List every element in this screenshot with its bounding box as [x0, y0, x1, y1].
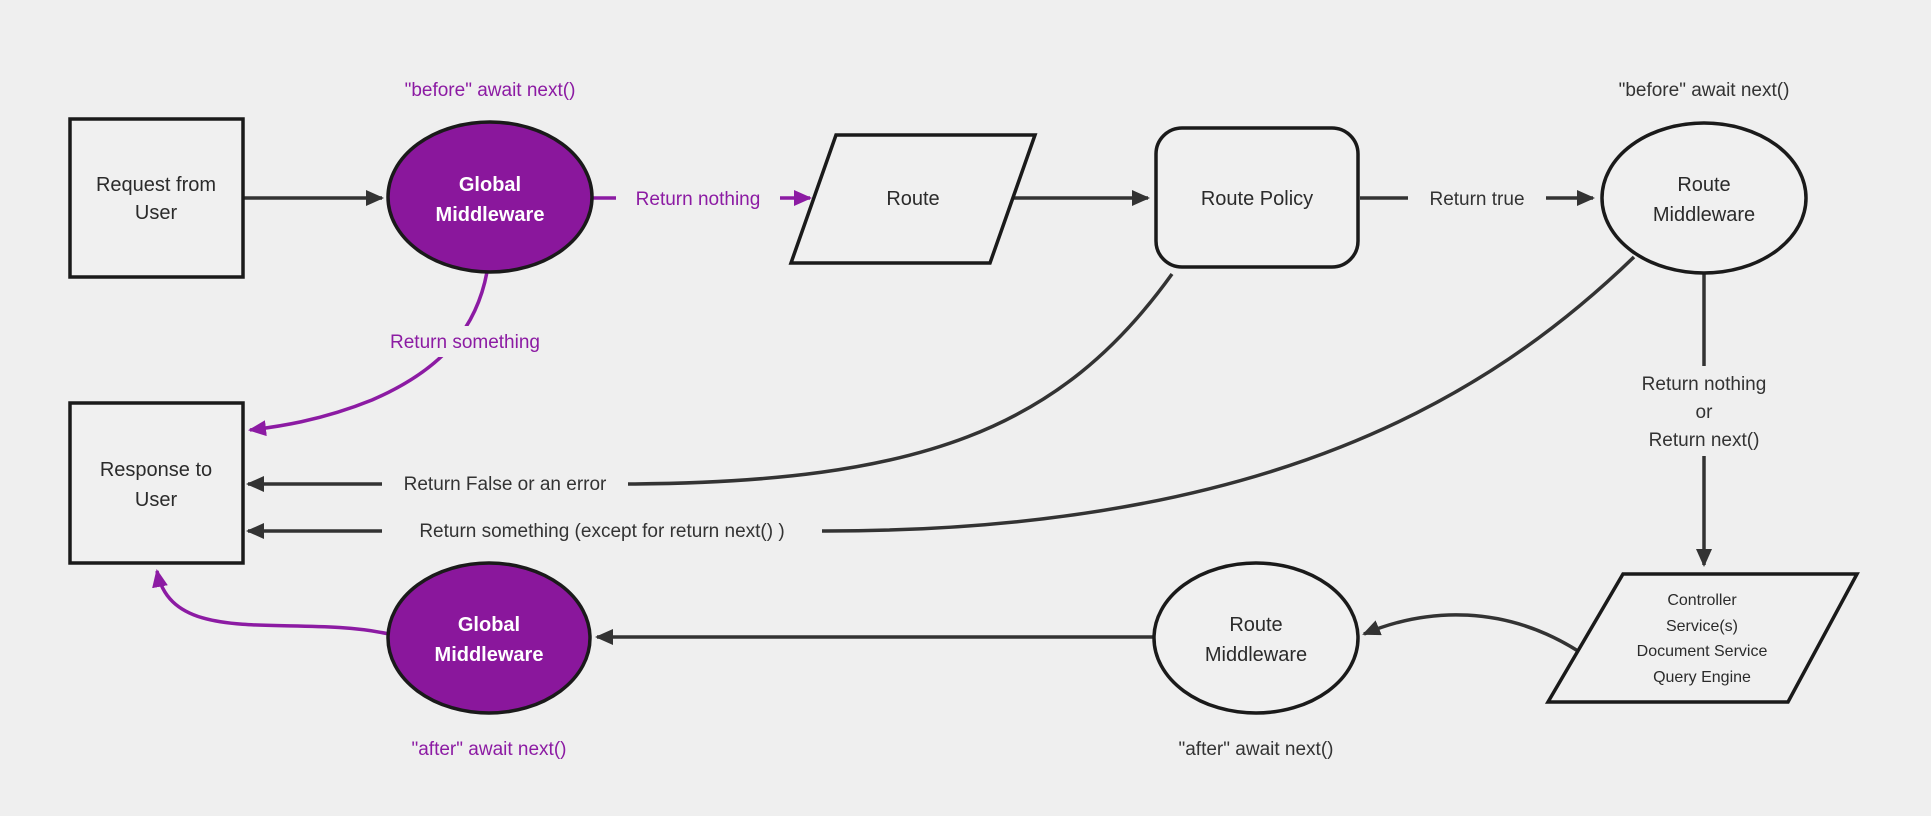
request-rect	[68, 117, 245, 279]
edge-route-middleware-to-response	[246, 255, 1636, 539]
node-request-from-user: Request from User	[68, 117, 245, 279]
edge-label-return-false-or-error: Return False or an error	[382, 468, 628, 499]
annotation-before-await-right: "before" await next()	[1619, 80, 1790, 101]
global-middleware-top-ellipse	[386, 120, 594, 274]
node-route-policy: Route Policy	[1154, 126, 1360, 269]
edge-controller-to-route-middleware-bottom	[1362, 613, 1579, 653]
node-global-middleware-top: Global Middleware	[386, 120, 594, 274]
controller-parallelogram	[1544, 572, 1860, 704]
edge-global-middleware-to-response	[248, 271, 489, 437]
edge-label-text: Return something	[390, 332, 540, 353]
request-label-line1: Request from	[96, 174, 216, 196]
route-policy-label: Route Policy	[1201, 188, 1313, 210]
edge-label-text-line2: or	[1696, 402, 1714, 423]
edge-label-return-something: Return something	[384, 326, 546, 357]
node-global-middleware-bottom: Global Middleware	[386, 561, 592, 715]
edge-label-text: Return true	[1429, 189, 1524, 210]
edge-label-return-nothing: Return nothing	[616, 183, 780, 214]
annotation-after-await-left: "after" await next()	[412, 739, 567, 760]
node-route: Route	[788, 133, 1038, 265]
label-bg	[384, 326, 546, 357]
node-route-middleware-bottom: Route Middleware	[1152, 561, 1360, 715]
global-middleware-bottom-ellipse	[386, 561, 592, 715]
edge-label-text: Return something (except for return next…	[419, 521, 784, 542]
node-response-to-user: Response to User	[68, 401, 245, 565]
route-middleware-bottom-label-line1: Route	[1229, 614, 1282, 636]
route-label: Route	[886, 188, 939, 210]
label-bg	[382, 515, 822, 546]
edge-label-return-something-except: Return something (except for return next…	[382, 515, 822, 546]
node-route-middleware-top: Route Middleware	[1600, 121, 1808, 275]
annotation-after-await-right: "after" await next()	[1179, 739, 1334, 760]
annotation-before-await-left: "before" await next()	[405, 80, 576, 101]
route-middleware-top-label-line1: Route	[1677, 174, 1730, 196]
edge-label-text-line3: Return next()	[1649, 430, 1760, 451]
route-middleware-top-label-line2: Middleware	[1653, 204, 1755, 226]
edge-global-middleware-bottom-to-response	[152, 569, 390, 636]
route-policy-rect	[1154, 126, 1360, 269]
request-label-line2: User	[135, 202, 178, 224]
route-middleware-top-ellipse	[1600, 121, 1808, 275]
route-parallelogram	[788, 133, 1038, 265]
global-middleware-bottom-label-line2: Middleware	[435, 644, 544, 666]
controller-label-line4: Query Engine	[1653, 669, 1751, 686]
route-middleware-bottom-label-line2: Middleware	[1205, 644, 1307, 666]
edge-label-text: Return nothing	[636, 189, 761, 210]
response-label-line2: User	[135, 489, 178, 511]
global-middleware-top-label-line2: Middleware	[436, 204, 545, 226]
global-middleware-bottom-label-line1: Global	[458, 614, 520, 636]
route-middleware-bottom-ellipse	[1152, 561, 1360, 715]
node-controller-services: Controller Service(s) Document Service Q…	[1544, 572, 1860, 704]
label-bg	[382, 468, 628, 499]
controller-label-line1: Controller	[1667, 592, 1737, 609]
response-rect	[68, 401, 245, 565]
edge-label-return-nothing-or-next: Return nothing or Return next()	[1614, 366, 1794, 456]
edge-label-return-true: Return true	[1408, 183, 1546, 214]
edge-label-text: Return False or an error	[404, 474, 607, 495]
label-bg	[1408, 183, 1546, 214]
controller-label-line2: Service(s)	[1666, 618, 1738, 635]
label-bg	[616, 183, 780, 214]
edge-route-policy-to-response	[246, 272, 1174, 492]
label-bg	[1614, 366, 1794, 456]
controller-label-line3: Document Service	[1637, 643, 1768, 660]
edge-label-text-line1: Return nothing	[1642, 374, 1767, 395]
response-label-line1: Response to	[100, 459, 212, 481]
global-middleware-top-label-line1: Global	[459, 174, 521, 196]
